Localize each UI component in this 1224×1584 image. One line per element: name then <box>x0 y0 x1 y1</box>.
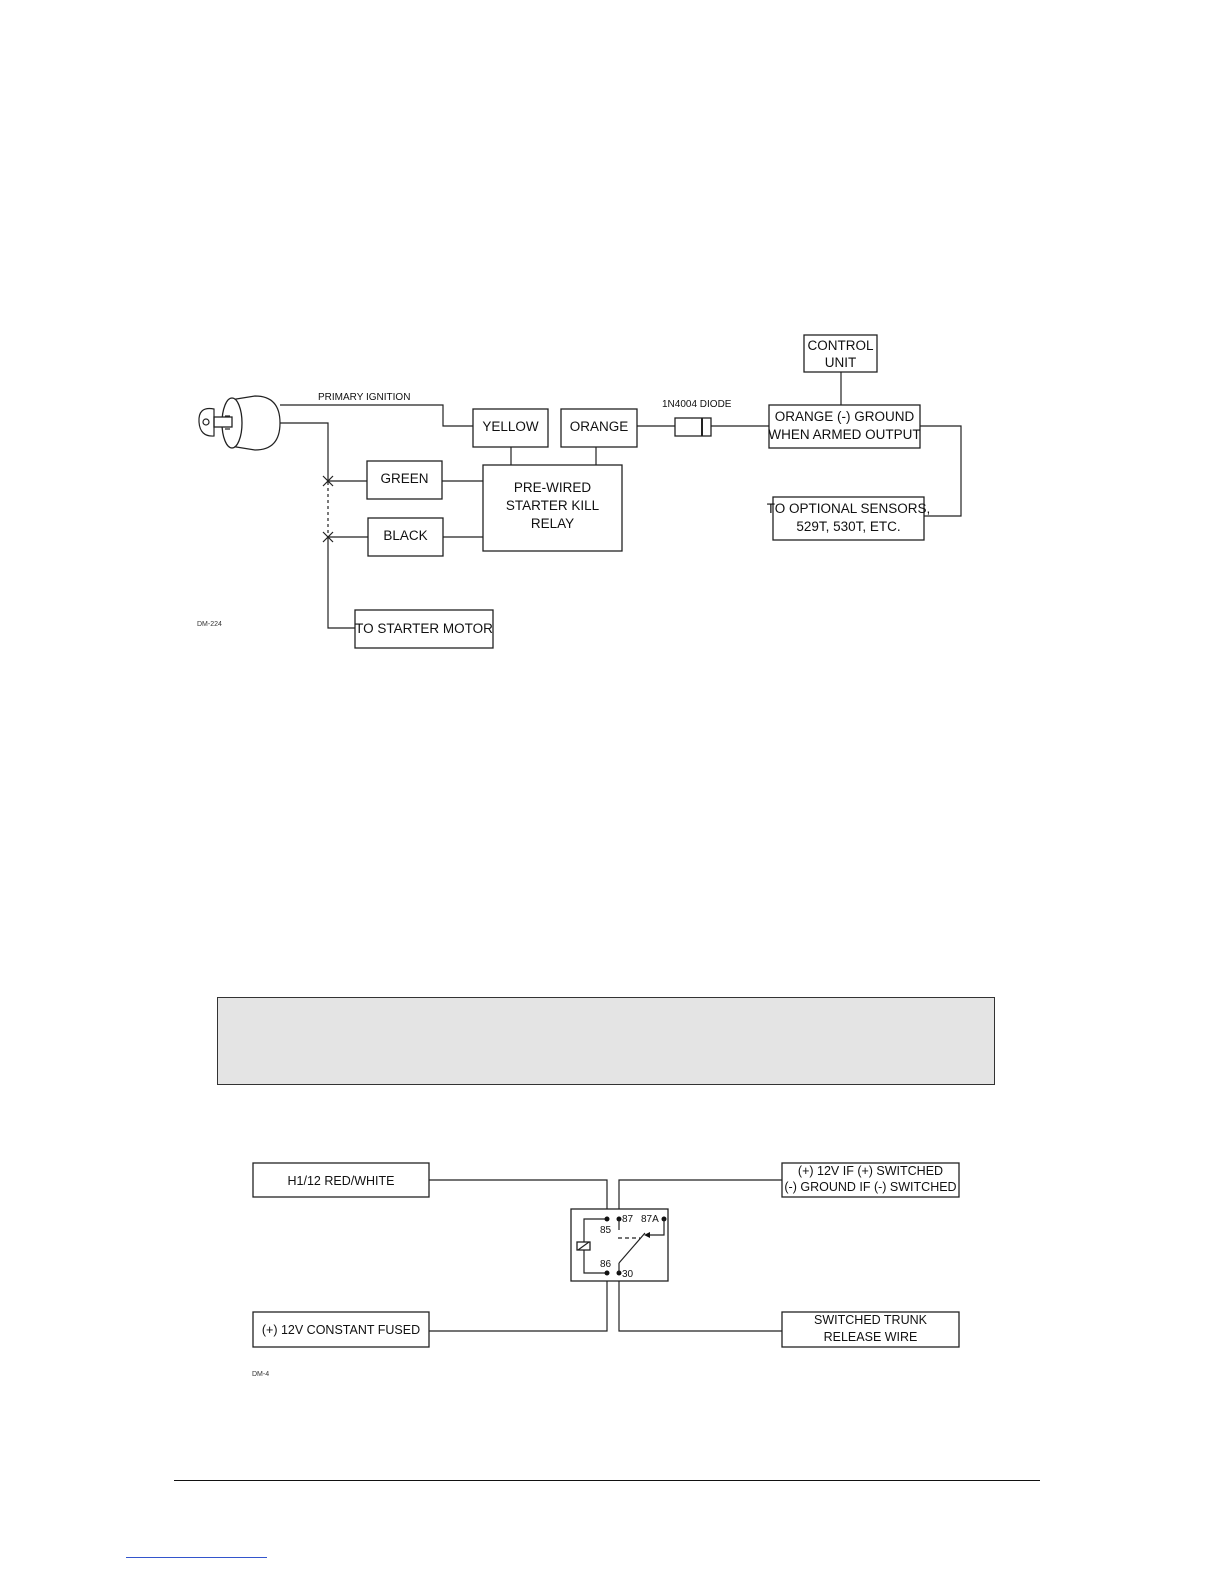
wire-constant-fused <box>429 1273 608 1332</box>
pin-86: 86 <box>600 1259 612 1270</box>
black-label: BLACK <box>383 528 427 543</box>
diagram1-code: DM-224 <box>197 621 222 628</box>
orange-ground-label-2: WHEN ARMED OUTPUT <box>768 427 920 442</box>
cut-mark-icon <box>322 531 334 543</box>
control-unit-label-1: CONTROL <box>807 338 873 353</box>
yellow-wire-box <box>472 408 549 448</box>
ignition-key-icon <box>198 395 281 451</box>
control-unit-label-2: UNIT <box>825 355 857 370</box>
footer-link-underline <box>126 1557 267 1558</box>
primary-ignition-label: PRIMARY IGNITION <box>318 392 410 403</box>
diode-label: 1N4004 DIODE <box>662 399 732 410</box>
pin-87a: 87A <box>641 1214 659 1225</box>
pin-30: 30 <box>622 1269 634 1280</box>
wire-ignition-to-starter <box>280 422 329 482</box>
relay-label-1: PRE-WIRED <box>514 480 592 495</box>
wire-trunk-release <box>618 1273 782 1332</box>
switched-label-1: (+) 12V IF (+) SWITCHED <box>798 1164 943 1178</box>
pin-85: 85 <box>600 1225 612 1236</box>
optional-sensors-label-2: 529T, 530T, ETC. <box>796 519 900 534</box>
yellow-label: YELLOW <box>482 419 539 434</box>
constant-fused-box <box>252 1311 430 1348</box>
switched-label-2: (-) GROUND IF (-) SWITCHED <box>784 1180 956 1194</box>
starter-kill-relay-box <box>482 464 623 552</box>
black-wire-box <box>367 517 444 557</box>
h1-12-box <box>252 1162 430 1198</box>
trunk-release-label-1: SWITCHED TRUNK <box>814 1313 928 1327</box>
diagram2-code: DM-4 <box>252 1371 269 1378</box>
relay-label-3: RELAY <box>531 516 574 531</box>
footer-rule <box>174 1480 1040 1481</box>
trunk-release-label-2: RELEASE WIRE <box>824 1330 918 1344</box>
wire-switched <box>618 1179 782 1219</box>
wire-primary-ignition <box>280 404 473 427</box>
trunk-release-box <box>781 1311 960 1348</box>
diode-icon <box>674 417 712 437</box>
trunk-release-diagram: 85 87 87A 86 30 H1/12 RED/WHITE (+) 12V … <box>252 1162 960 1378</box>
note-box <box>217 997 995 1085</box>
optional-sensors-label-1: TO OPTIONAL SENSORS, <box>767 501 931 516</box>
wire-to-starter-motor <box>327 537 355 629</box>
switched-box <box>781 1162 960 1198</box>
h1-12-label: H1/12 RED/WHITE <box>288 1174 395 1188</box>
starter-motor-box <box>354 609 494 649</box>
orange-ground-label-1: ORANGE (-) GROUND <box>775 409 915 424</box>
pin-87: 87 <box>622 1214 634 1225</box>
relay-icon <box>570 1208 669 1282</box>
green-wire-box <box>366 460 443 500</box>
constant-fused-label: (+) 12V CONSTANT FUSED <box>262 1323 420 1337</box>
green-label: GREEN <box>380 471 428 486</box>
optional-sensors-box <box>772 496 925 541</box>
relay-label-2: STARTER KILL <box>506 498 600 513</box>
wire-h1-12 <box>429 1179 608 1219</box>
orange-label: ORANGE <box>570 419 629 434</box>
starter-kill-diagram: 1N4004 DIODE PRIMARY IGNITION YELLOW ORA… <box>197 334 962 649</box>
control-unit-box <box>803 334 878 373</box>
orange-ground-box <box>768 404 921 449</box>
starter-motor-label: TO STARTER MOTOR <box>355 621 493 636</box>
cut-mark-icon <box>322 475 334 487</box>
orange-wire-box <box>560 408 638 448</box>
wire-output-sensors <box>920 425 962 517</box>
